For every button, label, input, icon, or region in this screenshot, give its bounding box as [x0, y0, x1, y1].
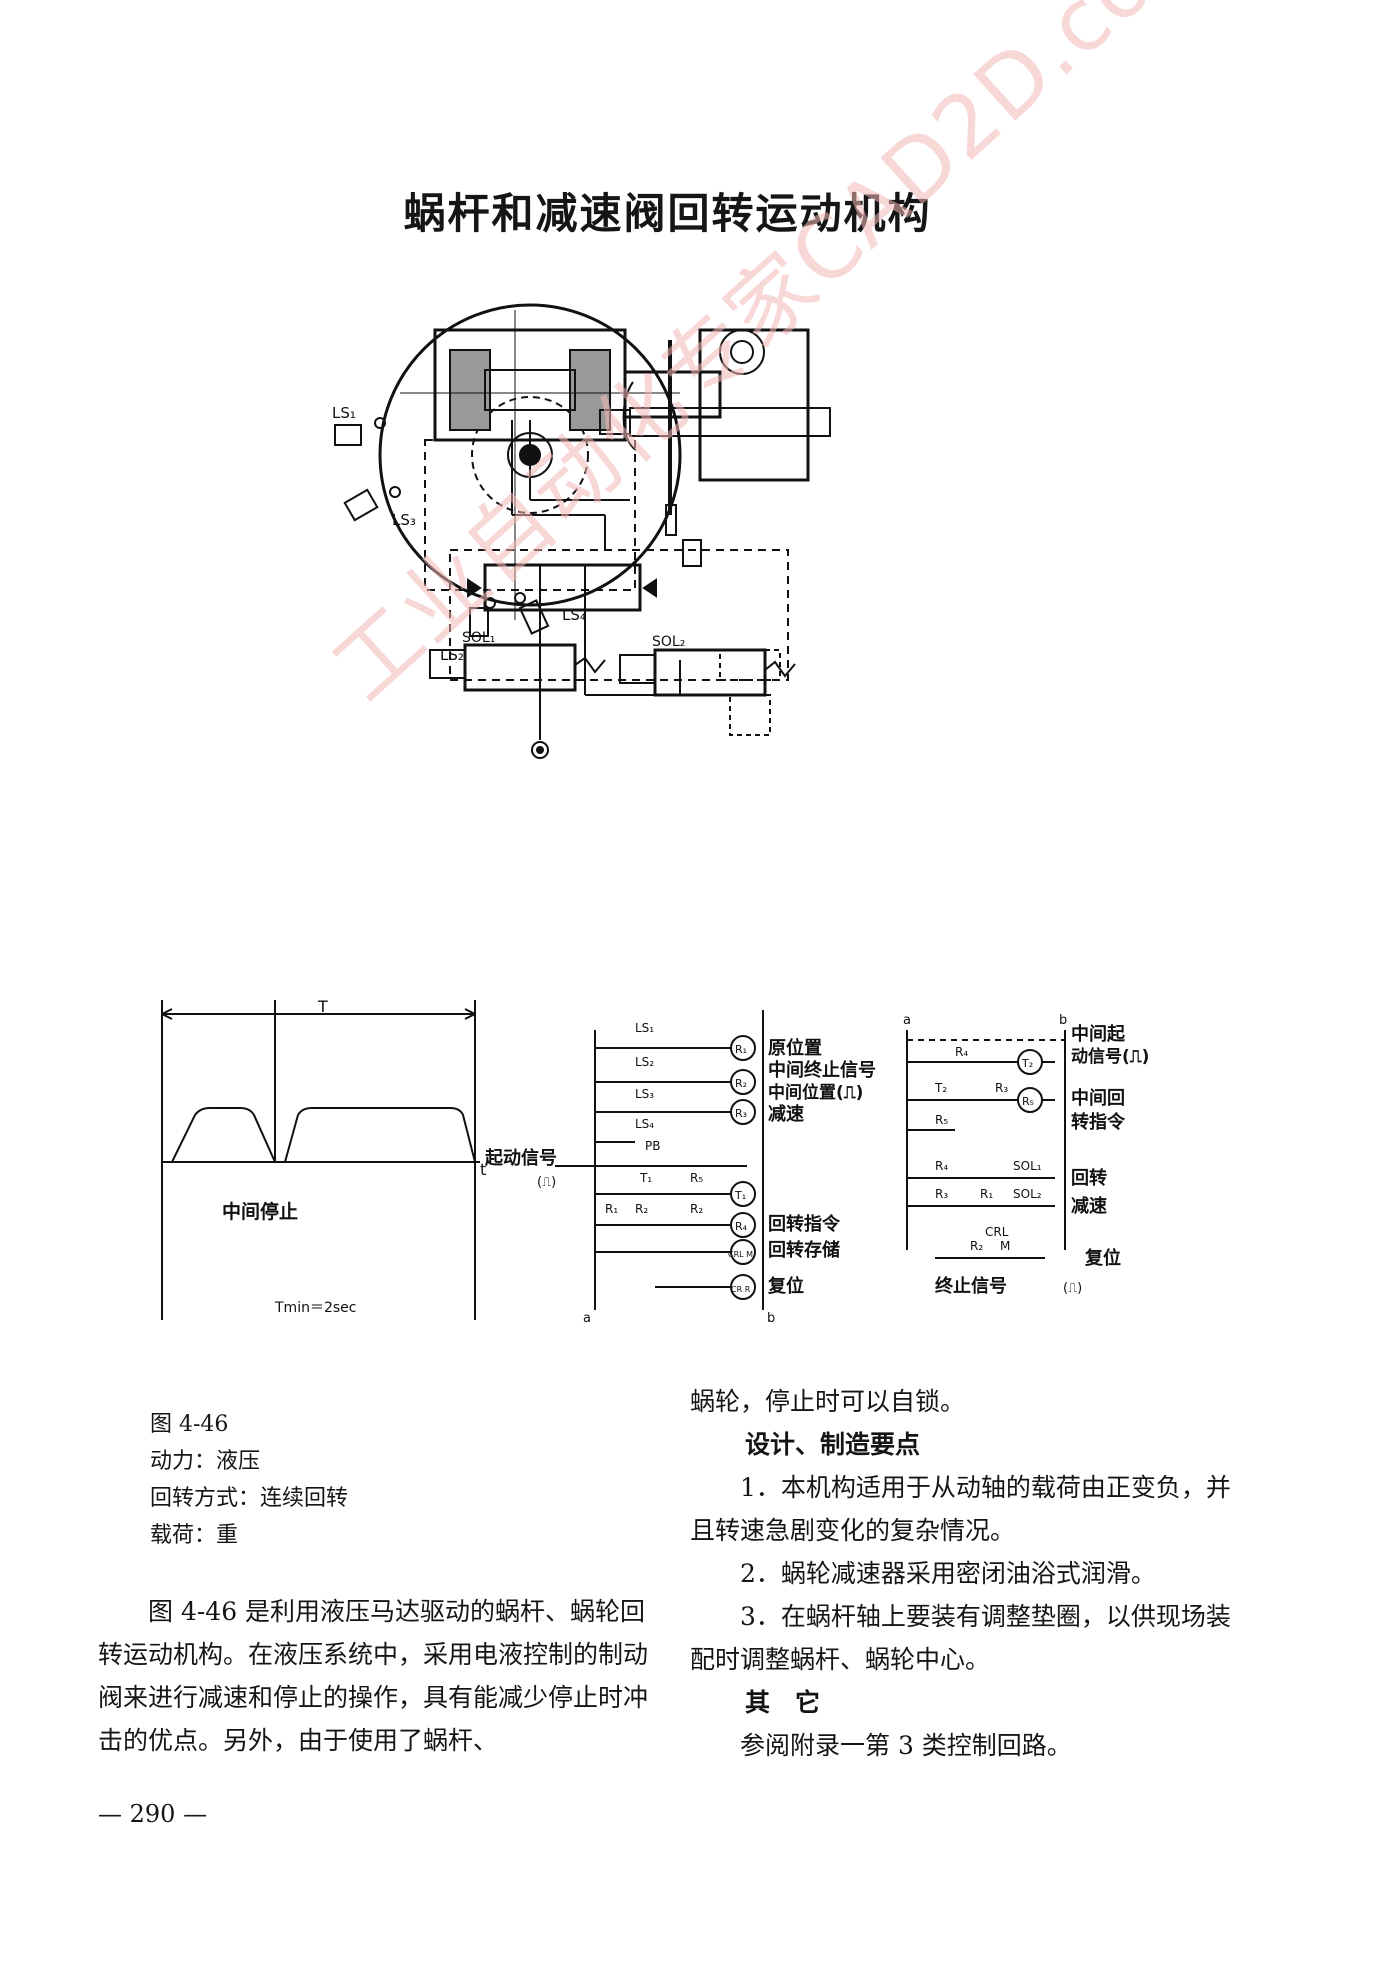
ls3-label: LS₃ — [392, 511, 416, 529]
design-heading: 设计、制造要点 — [745, 1430, 921, 1459]
ladder2-output-rotate: 回转 — [1071, 1167, 1107, 1189]
ladder2-contact-r2: R₂ — [970, 1239, 983, 1253]
ladder2-contact-t2: T₂ — [934, 1081, 947, 1095]
ladder1-contact-ls4: LS₄ — [635, 1117, 654, 1131]
right-column: 蜗轮，停止时可以自锁。 设计、制造要点 1．本机构适用于从动轴的载荷由正变负，并… — [690, 1380, 1250, 1767]
ladder2-contact-r3b: R₃ — [935, 1187, 948, 1201]
ladder2-contact-r4a: R₄ — [955, 1045, 968, 1059]
ladder1-output-mid-stop: 中间终止信号 — [768, 1059, 876, 1081]
ladder1-coil-t1: T₁ — [734, 1189, 746, 1202]
ladder2-rail-b: b — [1059, 1013, 1067, 1028]
ladder1-rail-b: b — [767, 1311, 775, 1326]
design-item-1: 1．本机构适用于从动轴的载荷由正变负，并且转速急剧变化的复杂情况。 — [690, 1473, 1231, 1545]
ladder2-contact-r5: R₅ — [935, 1113, 948, 1127]
ladder1-coil-r3: R₃ — [735, 1107, 747, 1120]
ladder1-output-reset: 复位 — [767, 1275, 804, 1297]
ladder1-output-rotate-mem: 回转存储 — [768, 1239, 840, 1261]
ladder2-coil-sol2: SOL₂ — [1013, 1187, 1042, 1201]
ladder1-contact-r2b: R₂ — [690, 1202, 703, 1216]
ladder2-output-mid-start: 中间起 — [1071, 1023, 1126, 1045]
hydraulic-mechanism-diagram: LS₁ LS₂ LS₃ LS₄ — [332, 303, 831, 759]
timing-time-label: t — [480, 1160, 486, 1179]
timing-chart: T t 中间停止 Tmin＝2sec — [161, 1000, 486, 1320]
ladder2-contact-r3a: R₃ — [995, 1081, 1008, 1095]
ls1-label: LS₁ — [332, 404, 356, 422]
intro-paragraph: 图 4-46 是利用液压马达驱动的蜗杆、蜗轮回转运动机构。在液压系统中，采用电液… — [98, 1597, 649, 1755]
ladder1-contact-ls3: LS₃ — [635, 1087, 654, 1101]
ladder1-contact-ls1: LS₁ — [635, 1021, 654, 1035]
ladder1-coil-r1: R₁ — [735, 1043, 747, 1056]
ladder2-output-decel: 减速 — [1071, 1195, 1107, 1217]
ladder1-output-mid-pos: 中间位置(⎍) — [768, 1082, 863, 1103]
ladder1-start-signal: 起动信号 — [485, 1147, 557, 1169]
caption-rotation: 回转方式：连续回转 — [150, 1486, 349, 1511]
ladder1-contact-ls2: LS₂ — [635, 1055, 654, 1069]
ladder2-coil-t2: T₂ — [1021, 1057, 1033, 1070]
page-number: — 290 — — [98, 1800, 208, 1828]
timing-tmin-label: Tmin＝2sec — [274, 1300, 356, 1316]
ladder1-contact-t1: T₁ — [639, 1171, 652, 1185]
ladder2-output-reset: 复位 — [1084, 1247, 1121, 1269]
ladder1-coil-crl: CRL M — [728, 1250, 753, 1259]
ladder1-output-rotate-cmd: 回转指令 — [768, 1213, 841, 1235]
ladder2-output-mid-rotate: 中间回 — [1071, 1087, 1125, 1109]
ladder1-contact-r2a: R₂ — [635, 1202, 648, 1216]
ladder1-rail-a: a — [583, 1311, 591, 1326]
ladder2-coil-crl: CRL — [985, 1225, 1009, 1239]
ladder2-output-rotate-cmd: 转指令 — [1071, 1111, 1126, 1133]
other-text: 参阅附录一第 3 类控制回路。 — [740, 1731, 1072, 1760]
ladder1-contact-pb: PB — [645, 1139, 660, 1153]
ladder1-output-origin: 原位置 — [768, 1037, 822, 1059]
ladder2-coil-sol1: SOL₁ — [1013, 1159, 1042, 1173]
caption-power: 动力：液压 — [150, 1449, 261, 1474]
caption-load: 载荷：重 — [150, 1523, 239, 1548]
page-title: 蜗杆和减速阀回转运动机构 — [403, 189, 932, 238]
ladder-diagram-2: a b R₄ T₂ R₃ R₅ R₄ R₃ R₁ R₂ M T₂ R₅ SOL₁… — [903, 1013, 1149, 1297]
design-item-2: 2．蜗轮减速器采用密闭油浴式润滑。 — [740, 1559, 1156, 1588]
ladder1-coil-r2: R₂ — [735, 1077, 747, 1090]
timing-period-label: T — [317, 1000, 328, 1016]
ladder-diagram-1: a b LS₁ LS₂ LS₃ LS₄ PB T₁ R₅ R₁ R₂ R₂ R₁… — [485, 1010, 876, 1326]
ladder2-contact-m: M — [1000, 1239, 1010, 1253]
ladder2-reset-pulse: (⎍) — [1063, 1281, 1082, 1296]
ladder1-contact-r1: R₁ — [605, 1202, 618, 1216]
left-column: 图 4-46 是利用液压马达驱动的蜗杆、蜗轮回转运动机构。在液压系统中，采用电液… — [98, 1590, 653, 1762]
ladder2-end-signal: 终止信号 — [935, 1275, 1007, 1297]
ladder2-contact-r4b: R₄ — [935, 1159, 948, 1173]
ladder1-start-pulse: (⎍) — [537, 1175, 556, 1190]
sol1-label: SOL₁ — [462, 630, 495, 646]
ladder1-coil-r4: R₄ — [735, 1220, 748, 1233]
ladder1-contact-r5: R₅ — [690, 1171, 703, 1185]
sol2-label: SOL₂ — [652, 634, 685, 650]
design-item-3: 3．在蜗杆轴上要装有调整垫圈，以供现场装配时调整蜗杆、蜗轮中心。 — [690, 1602, 1231, 1674]
ladder2-contact-r1: R₁ — [980, 1187, 993, 1201]
continuation-text: 蜗轮，停止时可以自锁。 — [690, 1387, 966, 1416]
other-heading: 其 它 — [745, 1688, 821, 1717]
caption-figure-number: 图 4-46 — [150, 1412, 229, 1437]
ladder1-output-decel: 减速 — [768, 1103, 804, 1125]
figure-caption: 图 4-46 动力：液压 回转方式：连续回转 载荷：重 — [150, 1406, 530, 1554]
ladder2-output-start-signal: 动信号(⎍) — [1071, 1046, 1149, 1067]
timing-pause-label: 中间停止 — [222, 1200, 298, 1223]
ladder1-coil-crr: CR R — [731, 1285, 751, 1294]
ladder2-coil-r5: R₅ — [1022, 1095, 1034, 1108]
ladder2-rail-a: a — [903, 1013, 911, 1028]
